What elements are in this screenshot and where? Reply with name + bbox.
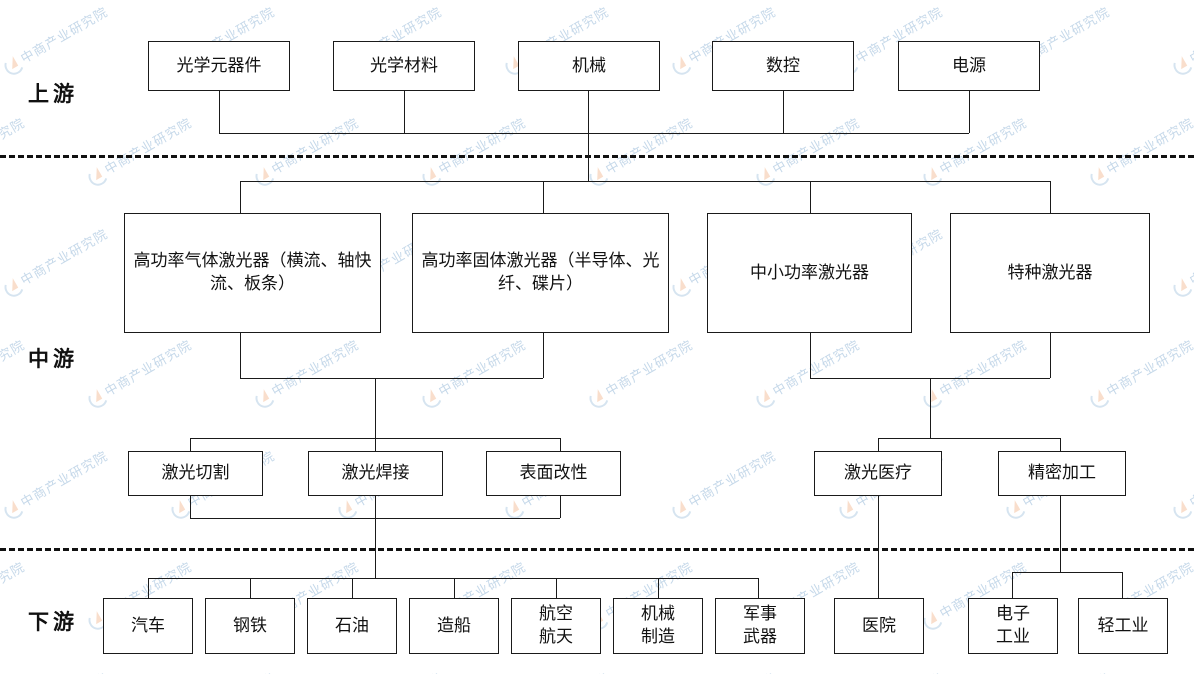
connector-upstream-stub-3 xyxy=(588,91,589,133)
connector-upstream-stub-5 xyxy=(969,91,970,133)
connector-drop-electronics xyxy=(1012,572,1013,598)
connector-drop-aerospace xyxy=(556,578,557,598)
connector-special-laser-down xyxy=(1050,333,1051,378)
tier-label-midstream: 中游 xyxy=(28,347,78,371)
node-optical-materials[interactable]: 光学材料 xyxy=(333,41,475,91)
connector-drop-light-industry xyxy=(1122,572,1123,598)
connector-cutting-down xyxy=(190,496,191,518)
connector-right-trunk xyxy=(930,378,931,438)
connector-drop-steel xyxy=(250,578,251,598)
connector-gas-laser-down xyxy=(240,333,241,378)
connector-precision-down xyxy=(1060,496,1061,572)
node-label: 航空航天 xyxy=(539,604,573,647)
node-automobile[interactable]: 汽车 xyxy=(103,598,193,654)
node-precision-machining[interactable]: 精密加工 xyxy=(998,451,1126,496)
node-label: 光学元器件 xyxy=(176,55,262,76)
node-petroleum[interactable]: 石油 xyxy=(307,598,397,654)
node-label: 医院 xyxy=(862,615,896,636)
connector-drop-machinery xyxy=(658,578,659,598)
connector-upstream-to-midstream-trunk xyxy=(588,133,589,181)
node-laser-medical[interactable]: 激光医疗 xyxy=(814,451,942,496)
node-electronics-industry[interactable]: 电子工业 xyxy=(968,598,1058,654)
node-label: 激光医疗 xyxy=(844,463,912,484)
node-label: 特种激光器 xyxy=(1007,262,1093,283)
connector-midstream-drop-4 xyxy=(1050,181,1051,213)
connector-medlow-laser-down xyxy=(810,333,811,378)
node-aerospace[interactable]: 航空航天 xyxy=(511,598,601,654)
node-label: 钢铁 xyxy=(233,615,267,636)
connector-midstream-drop-3 xyxy=(810,181,811,213)
node-label: 电源 xyxy=(952,55,986,76)
node-laser-welding[interactable]: 激光焊接 xyxy=(308,451,443,496)
node-label: 军事武器 xyxy=(743,604,777,647)
node-label: 中小功率激光器 xyxy=(750,262,869,283)
connector-downstream-bus xyxy=(148,578,758,579)
node-cnc[interactable]: 数控 xyxy=(712,41,854,91)
connector-drop-shipbuild xyxy=(454,578,455,598)
node-military-weapons[interactable]: 军事武器 xyxy=(715,598,805,654)
node-label: 造船 xyxy=(437,615,471,636)
node-shipbuilding[interactable]: 造船 xyxy=(409,598,499,654)
node-laser-cutting[interactable]: 激光切割 xyxy=(128,451,263,496)
node-hospital[interactable]: 医院 xyxy=(834,598,924,654)
connector-medical-down xyxy=(878,496,879,598)
tier-label-upstream: 上游 xyxy=(28,82,78,106)
connector-app-drop-welding xyxy=(375,438,376,451)
tier-divider-upper xyxy=(0,155,1194,158)
connector-left-trunk xyxy=(375,378,376,438)
connector-upstream-bus xyxy=(219,133,969,134)
connector-surface-down xyxy=(560,496,561,518)
node-special-laser[interactable]: 特种激光器 xyxy=(950,213,1150,333)
connector-solid-laser-down xyxy=(543,333,544,378)
connector-application-right-bus xyxy=(878,438,1060,439)
connector-precision-split-bus xyxy=(1012,572,1122,573)
connector-drop-petroleum xyxy=(352,578,353,598)
connector-app-drop-cutting xyxy=(190,438,191,451)
connector-drop-military xyxy=(758,578,759,598)
connector-midstream-drop-1 xyxy=(240,181,241,213)
connector-midstream-drop-2 xyxy=(543,181,544,213)
node-label: 光学材料 xyxy=(370,55,438,76)
connector-upstream-stub-4 xyxy=(783,91,784,133)
connector-upstream-stub-2 xyxy=(404,91,405,133)
node-medium-low-power-laser[interactable]: 中小功率激光器 xyxy=(707,213,912,333)
connector-welding-down xyxy=(375,496,376,518)
node-optical-components[interactable]: 光学元器件 xyxy=(148,41,290,91)
connector-midstream-bus xyxy=(240,181,1050,182)
node-label: 表面改性 xyxy=(519,463,588,484)
node-label: 机械 xyxy=(572,55,606,76)
node-label: 数控 xyxy=(766,55,800,76)
tier-label-downstream: 下游 xyxy=(28,610,78,634)
node-label: 精密加工 xyxy=(1028,463,1096,484)
node-label: 汽车 xyxy=(131,615,165,636)
node-machinery-mfg[interactable]: 机械制造 xyxy=(613,598,703,654)
node-surface-treat[interactable]: 表面改性 xyxy=(486,451,621,496)
connector-drop-auto xyxy=(148,578,149,598)
node-high-power-gas-laser[interactable]: 高功率气体激光器（横流、轴快流、板条） xyxy=(124,213,381,333)
node-label: 激光焊接 xyxy=(341,463,410,484)
connector-upstream-stub-1 xyxy=(219,91,220,133)
connector-left-merge-bus xyxy=(240,378,543,379)
node-steel[interactable]: 钢铁 xyxy=(205,598,295,654)
node-power-supply[interactable]: 电源 xyxy=(898,41,1040,91)
node-light-industry[interactable]: 轻工业 xyxy=(1078,598,1168,654)
tier-divider-lower xyxy=(0,548,1194,551)
connector-app-drop-surface xyxy=(560,438,561,451)
node-label: 电子工业 xyxy=(996,604,1030,647)
node-label: 高功率气体激光器（横流、轴快流、板条） xyxy=(133,251,372,294)
connector-downstream-left-trunk xyxy=(375,518,376,578)
node-label: 高功率固体激光器（半导体、光纤、碟片） xyxy=(421,251,660,294)
connector-app-drop-precision xyxy=(1060,438,1061,451)
node-label: 激光切割 xyxy=(161,463,230,484)
connector-app-drop-medical xyxy=(878,438,879,451)
node-label: 石油 xyxy=(335,615,369,636)
node-high-power-solid-laser[interactable]: 高功率固体激光器（半导体、光纤、碟片） xyxy=(412,213,669,333)
node-label: 轻工业 xyxy=(1097,615,1149,636)
node-mechanical[interactable]: 机械 xyxy=(518,41,660,91)
node-label: 机械制造 xyxy=(641,604,675,647)
